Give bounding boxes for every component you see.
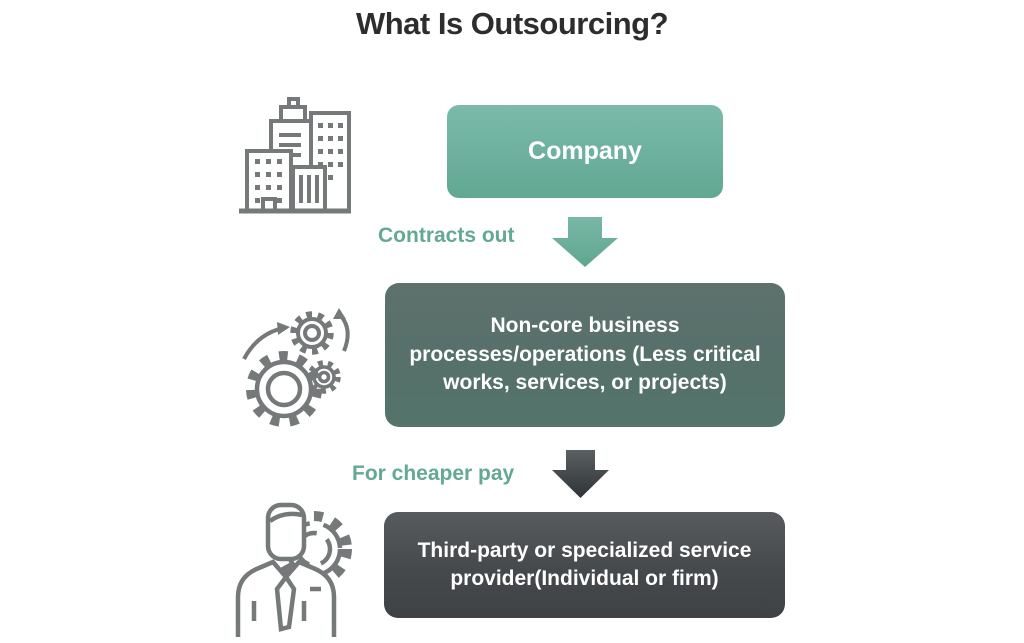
noncore-box-label: Non-core business processes/operations (… — [409, 313, 761, 395]
person-with-gear-icon — [222, 497, 362, 643]
for-cheaper-pay-label: For cheaper pay — [352, 462, 515, 485]
noncore-box: Non-core business processes/operations (… — [385, 283, 785, 427]
page-title: What Is Outsourcing? — [355, 6, 669, 41]
company-box: Company — [447, 105, 723, 198]
down-arrow-dark-icon — [552, 450, 610, 503]
contracts-out-label: Contracts out — [378, 224, 515, 247]
city-buildings-icon — [233, 93, 357, 225]
gears-icon — [232, 297, 352, 437]
provider-box-label: Third-party or specialized service provi… — [417, 538, 752, 590]
company-box-label: Company — [528, 137, 642, 165]
down-arrow-green-icon — [551, 217, 619, 272]
provider-box: Third-party or specialized service provi… — [384, 512, 785, 618]
